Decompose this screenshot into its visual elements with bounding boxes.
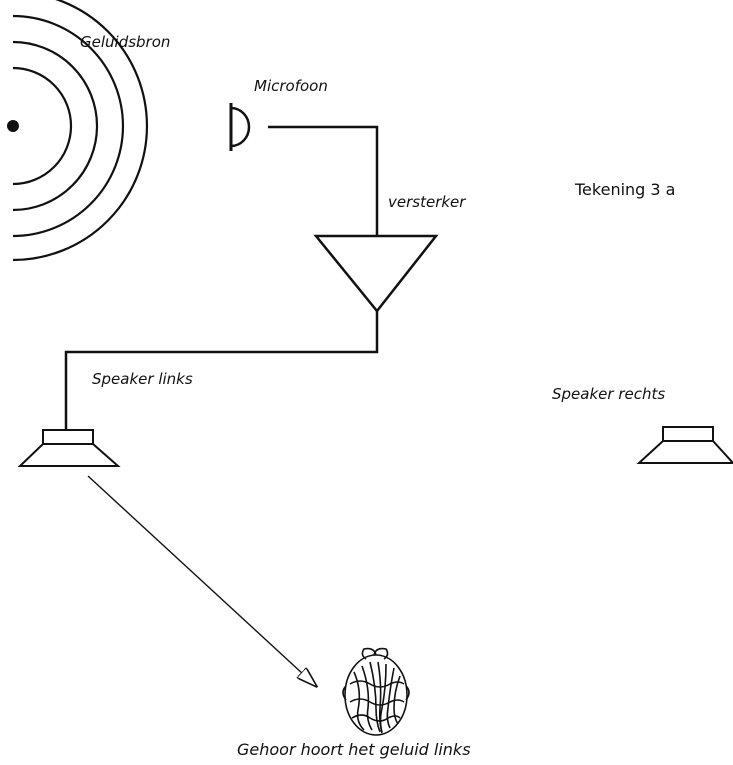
wave-1 xyxy=(12,66,73,186)
amplifier-triangle-icon xyxy=(313,234,439,314)
wave-2 xyxy=(12,40,99,212)
mic-to-amp-wire xyxy=(268,125,379,236)
listener-caption: Gehoor hoort het geluid links xyxy=(237,740,471,759)
speaker-left-icon xyxy=(17,429,121,467)
amp-to-left-speaker-wire xyxy=(64,311,379,430)
sound-source-icon xyxy=(7,0,149,262)
microphone-icon xyxy=(229,103,251,151)
speaker-left-label: Speaker links xyxy=(92,370,193,388)
amplifier-label: versterker xyxy=(388,193,466,211)
microphone-label: Microfoon xyxy=(254,77,328,95)
sound-source-label: Geluidsbron xyxy=(80,33,171,51)
speaker-right-icon xyxy=(636,426,733,464)
wave-4 xyxy=(12,0,149,262)
drawing-title: Tekening 3 a xyxy=(575,180,676,199)
source-dot xyxy=(7,120,19,132)
wiring xyxy=(64,125,379,430)
wave-3 xyxy=(12,14,125,238)
sound-direction-arrow xyxy=(87,475,316,686)
listener-head-icon xyxy=(342,647,410,736)
speaker-right-label: Speaker rechts xyxy=(552,385,666,403)
